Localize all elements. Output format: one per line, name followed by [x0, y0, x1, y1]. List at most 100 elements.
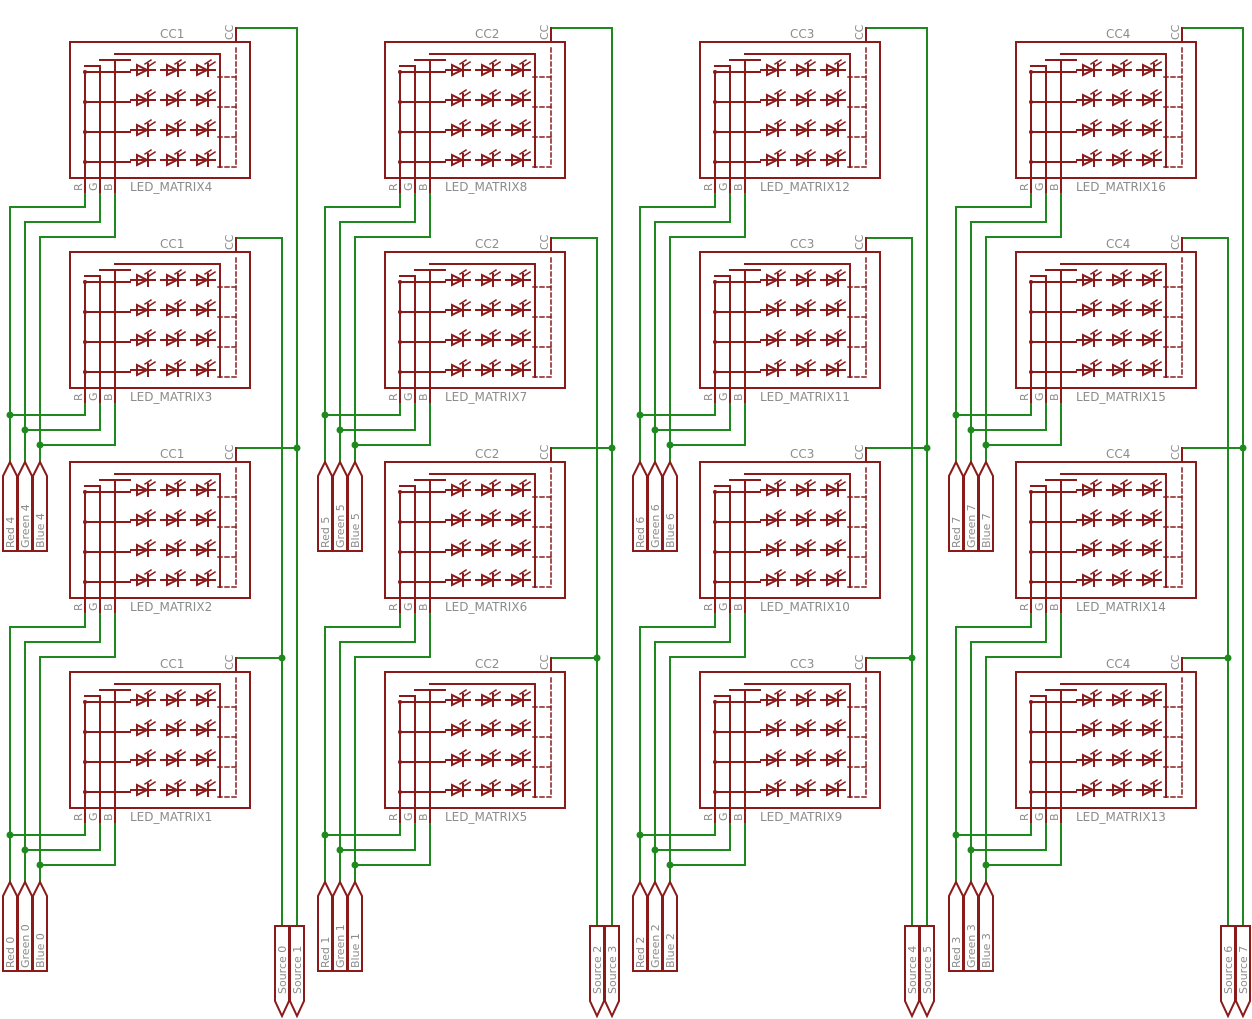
- matrix-node: [713, 520, 717, 524]
- matrix-node: [713, 100, 717, 104]
- led-diode-symbol: [475, 778, 502, 797]
- wire-group: [636, 27, 931, 926]
- wire-green: [654, 192, 731, 462]
- led-diode-symbol: [130, 268, 157, 287]
- led-diode-symbol: [1076, 688, 1103, 707]
- matrix-node: [1029, 340, 1033, 344]
- led-diode-symbol: [1106, 718, 1133, 737]
- led-diode-symbol: [760, 58, 787, 77]
- matrix-node: [398, 70, 402, 74]
- cc-pin-label: CC: [853, 444, 866, 460]
- source-port-symbol: [274, 925, 290, 1019]
- matrix-name: LED_MATRIX4: [130, 180, 212, 194]
- source-port-symbol: [1220, 925, 1236, 1019]
- junction-dot: [651, 846, 659, 854]
- led-diode-symbol: [505, 778, 532, 797]
- pin-label-b: B: [102, 603, 115, 611]
- matrix-name: LED_MATRIX3: [130, 390, 212, 404]
- led-matrix-body: [1015, 671, 1197, 809]
- wire-matrix1: [956, 822, 1032, 836]
- wire-red: [324, 612, 401, 882]
- matrix-node: [1029, 310, 1033, 314]
- led-diode-symbol: [445, 778, 472, 797]
- port-symbol: [978, 879, 994, 972]
- led-diode-symbol: [760, 88, 787, 107]
- port-label: Blue 1: [349, 933, 362, 968]
- port-label: Blue 7: [980, 513, 993, 548]
- cc-label: CC1: [160, 447, 184, 461]
- led-diode-symbol: [160, 328, 187, 347]
- wire-matrix3: [325, 402, 401, 416]
- led-diode-symbol: [445, 568, 472, 587]
- led-diode-symbol: [475, 88, 502, 107]
- matrix-node: [398, 370, 402, 374]
- pin-label-b: B: [417, 183, 430, 191]
- led-diode-symbol: [505, 358, 532, 377]
- led-diode-symbol: [790, 478, 817, 497]
- matrix-node: [1029, 520, 1033, 524]
- matrix-node: [83, 730, 87, 734]
- led-diode-symbol: [190, 748, 217, 767]
- matrix-node: [83, 130, 87, 134]
- led-diode-symbol: [445, 358, 472, 377]
- led-diode-symbol: [505, 88, 532, 107]
- junction-dot: [351, 441, 359, 449]
- wire-blue: [669, 612, 746, 882]
- led-diode-symbol: [505, 478, 532, 497]
- led-diode-symbol: [130, 88, 157, 107]
- led-diode-symbol: [760, 298, 787, 317]
- matrix-name: LED_MATRIX6: [445, 600, 527, 614]
- matrix-node: [398, 310, 402, 314]
- source-label: Source 5: [921, 946, 934, 994]
- led-diode-symbol: [445, 718, 472, 737]
- port-label: Blue 5: [349, 513, 362, 548]
- port-label: Blue 3: [980, 933, 993, 968]
- junction-dot: [351, 861, 359, 869]
- led-diode-symbol: [760, 538, 787, 557]
- led-diode-symbol: [160, 508, 187, 527]
- matrix-node: [713, 700, 717, 704]
- led-diode-symbol: [760, 778, 787, 797]
- port-label: Red 5: [319, 517, 332, 548]
- matrix-node: [83, 160, 87, 164]
- led-diode-symbol: [160, 88, 187, 107]
- led-diode-symbol: [445, 118, 472, 137]
- matrix-name: LED_MATRIX5: [445, 810, 527, 824]
- pin-label-b: B: [732, 183, 745, 191]
- wire-red: [9, 192, 86, 462]
- source-label: Source 1: [291, 946, 304, 994]
- matrix-node: [83, 310, 87, 314]
- cc-pin-label: CC: [853, 24, 866, 40]
- led-diode-symbol: [505, 568, 532, 587]
- led-diode-symbol: [820, 478, 847, 497]
- led-diode-symbol: [1076, 478, 1103, 497]
- led-diode-symbol: [1106, 358, 1133, 377]
- led-diode-symbol: [760, 118, 787, 137]
- led-diode-symbol: [445, 748, 472, 767]
- wire-red: [639, 192, 716, 462]
- wire-matrix3: [670, 402, 746, 446]
- matrix-name: LED_MATRIX1: [130, 810, 212, 824]
- led-diode-symbol: [475, 358, 502, 377]
- junction-dot: [336, 846, 344, 854]
- port-symbol: [978, 459, 994, 552]
- source-port-symbol: [919, 925, 935, 1019]
- led-diode-symbol: [190, 478, 217, 497]
- pin-label-r: R: [72, 183, 85, 191]
- pin-label-g: G: [402, 812, 415, 821]
- led-diode-symbol: [1136, 508, 1163, 527]
- led-diode-symbol: [190, 328, 217, 347]
- pin-label-b: B: [102, 813, 115, 821]
- led-diode-symbol: [475, 58, 502, 77]
- pin-label-r: R: [387, 813, 400, 821]
- matrix-node: [1029, 70, 1033, 74]
- led-matrix-body: [384, 41, 566, 179]
- led-diode-symbol: [130, 358, 157, 377]
- led-diode-symbol: [820, 358, 847, 377]
- matrix-name: LED_MATRIX15: [1076, 390, 1166, 404]
